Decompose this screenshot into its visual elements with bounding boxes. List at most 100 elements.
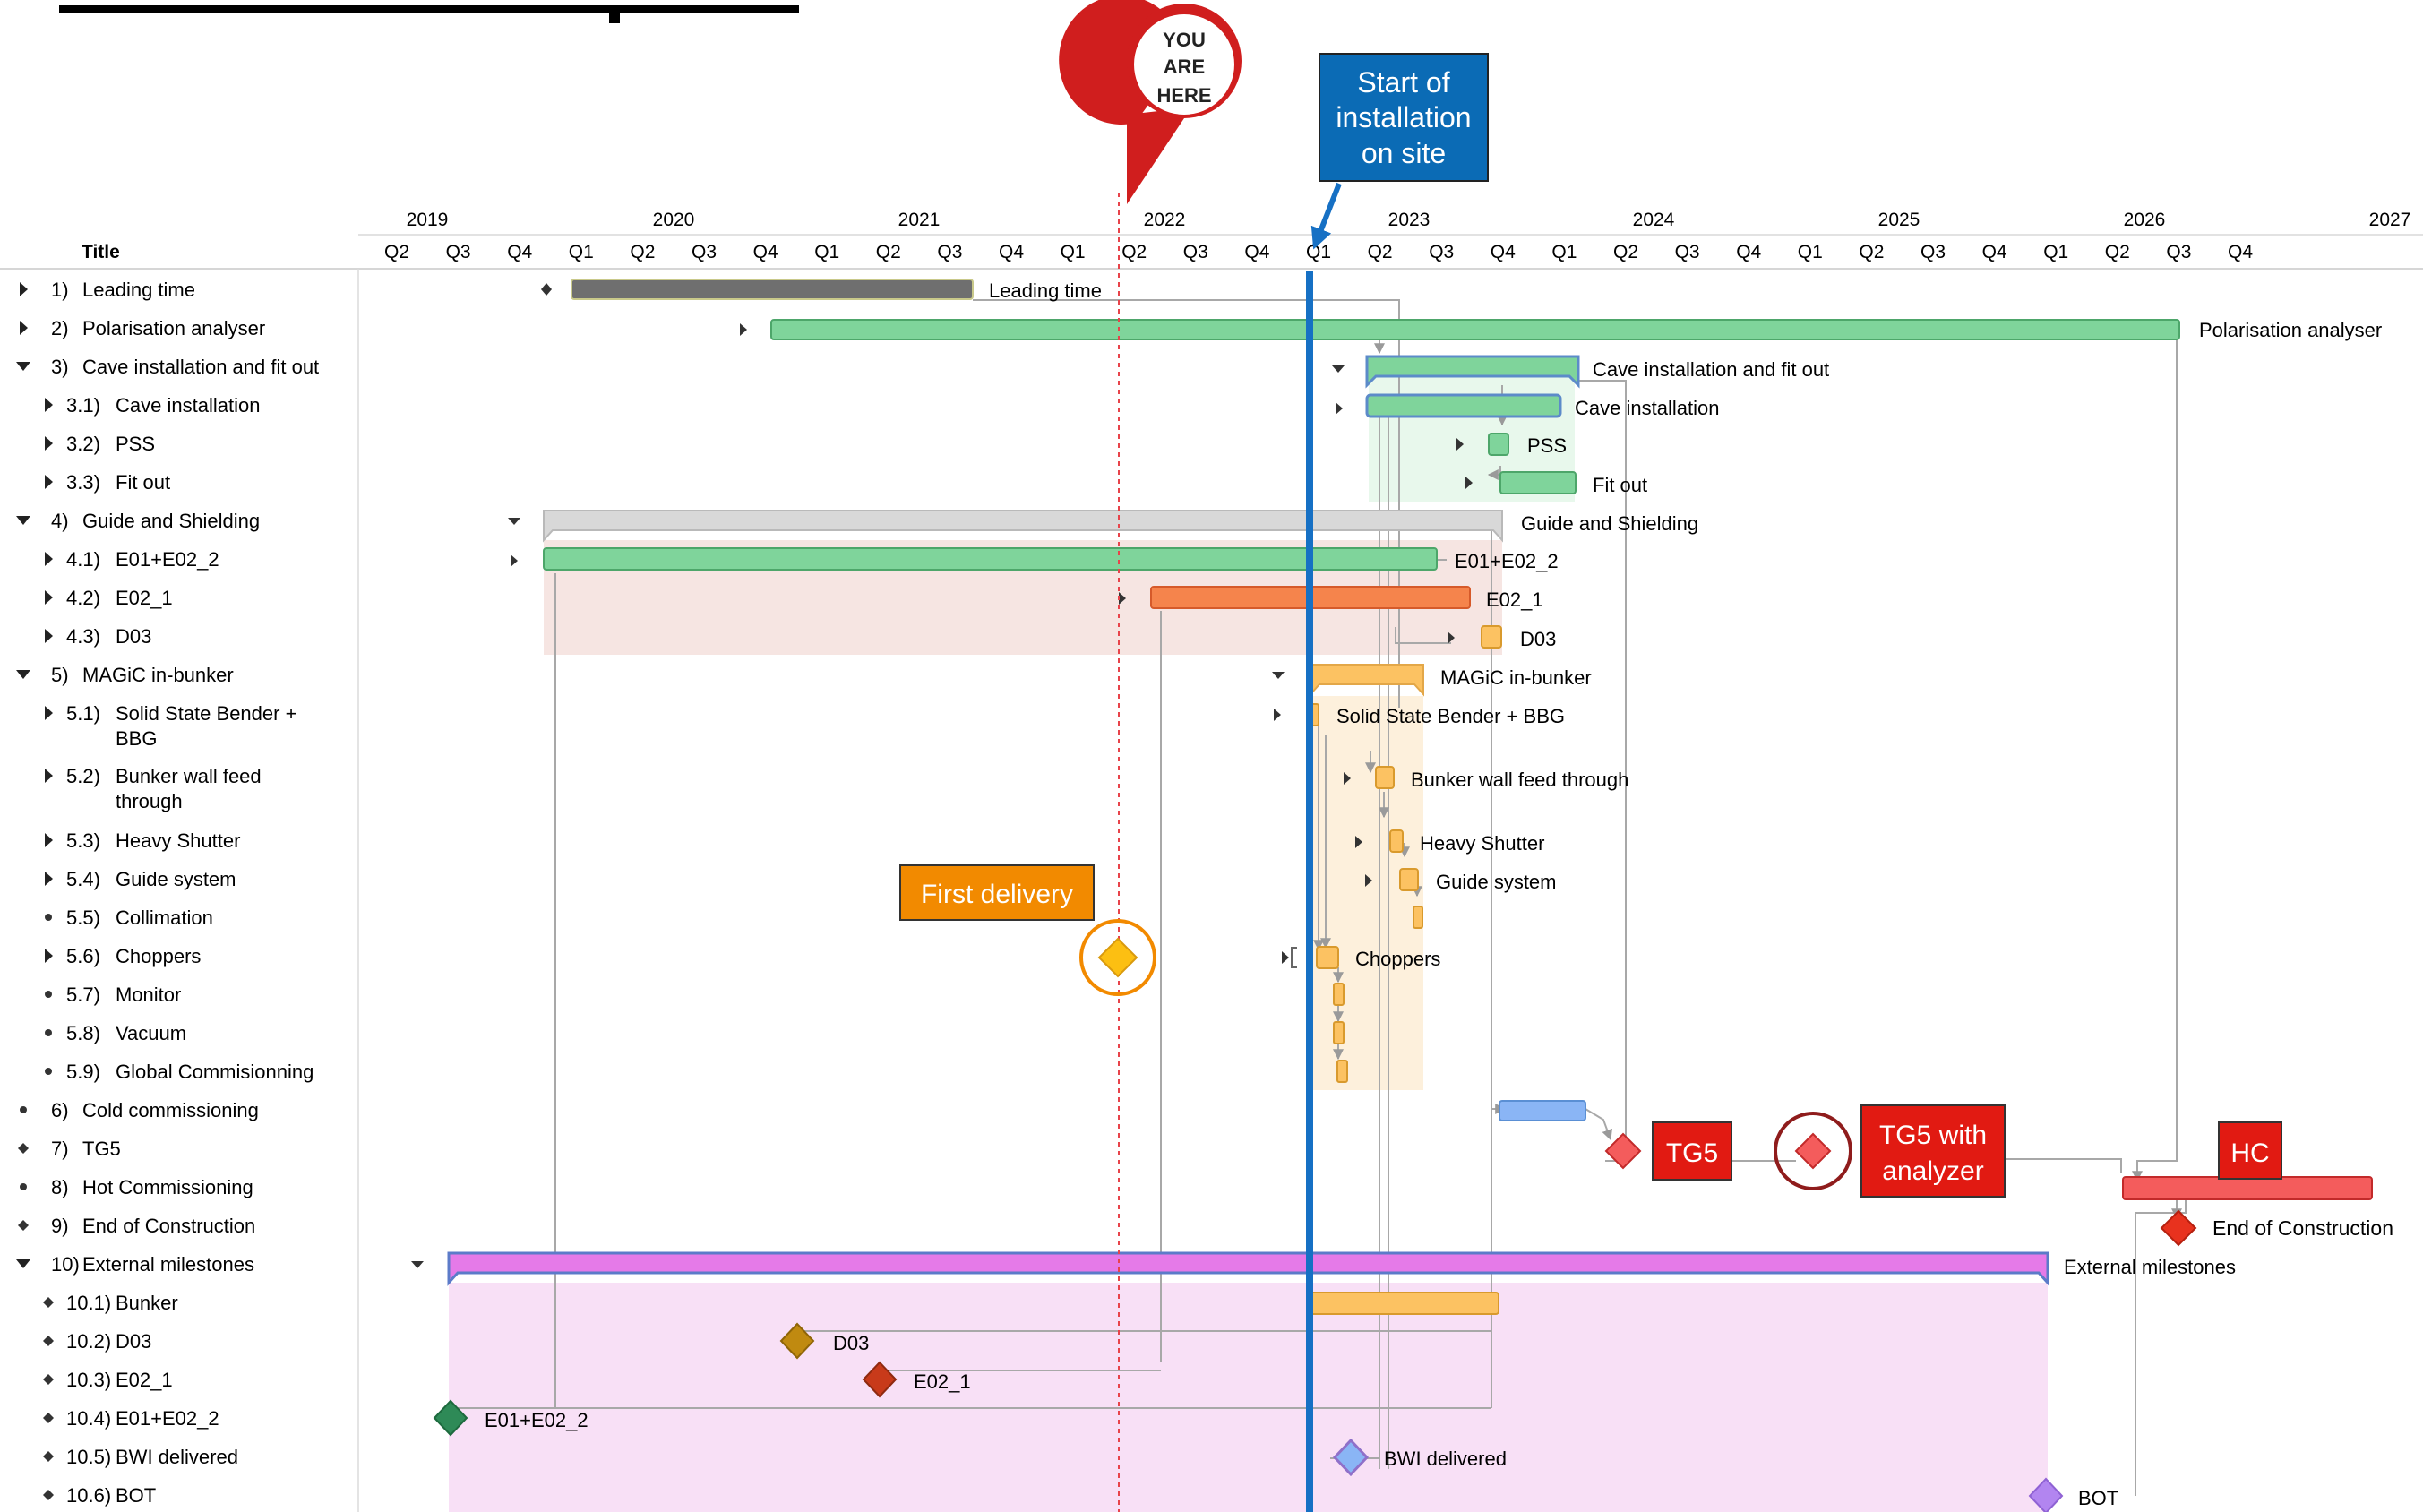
expand-arrow-icon[interactable] <box>20 321 28 335</box>
task-row[interactable]: 5.5)Collimation <box>45 906 213 929</box>
expand-arrow-icon[interactable] <box>45 629 53 643</box>
task-row[interactable]: 3.3)Fit out <box>45 471 170 494</box>
expand-arrow-icon[interactable] <box>1274 709 1281 721</box>
task-row[interactable]: 4)Guide and Shielding <box>16 510 260 532</box>
collapse-arrow-icon[interactable] <box>508 518 520 525</box>
task-row[interactable]: 9)End of Construction <box>18 1215 255 1237</box>
task-row[interactable]: 10.4)E01+E02_2 <box>43 1407 219 1430</box>
expand-arrow-icon[interactable] <box>45 872 53 886</box>
hot-commissioning-bar[interactable] <box>2122 1176 2373 1200</box>
fit-out-bar[interactable] <box>1499 471 1577 494</box>
d03-bar[interactable] <box>1481 625 1502 649</box>
tg5-analyzer-milestone[interactable] <box>1794 1132 1832 1170</box>
global-commissioning-bar[interactable] <box>1336 1060 1348 1083</box>
guide-system-bar[interactable] <box>1399 868 1419 891</box>
task-row[interactable]: 10.6)BOT <box>43 1484 156 1507</box>
task-row[interactable]: 10)External milestones <box>16 1253 254 1276</box>
task-row[interactable]: 8)Hot Commissioning <box>20 1176 253 1198</box>
task-row[interactable]: 7)TG5 <box>18 1138 121 1160</box>
task-row[interactable]: 5.9)Global Commisionning <box>45 1061 314 1083</box>
e02-1-milestone[interactable] <box>862 1361 898 1398</box>
bunker-bar[interactable] <box>1310 1292 1499 1315</box>
d03-milestone[interactable] <box>779 1322 815 1360</box>
external-milestones-summary-bar[interactable] <box>447 1251 2049 1286</box>
bunker-wall-bar[interactable] <box>1375 766 1395 789</box>
expand-arrow-icon[interactable] <box>45 706 53 720</box>
task-row[interactable]: 3.2)PSS <box>45 433 155 455</box>
task-row[interactable]: 5)MAGiC in-bunker <box>16 664 234 686</box>
end-of-construction-milestone[interactable] <box>2160 1209 2197 1247</box>
collapse-arrow-icon[interactable] <box>16 670 30 679</box>
e01-e02-2-milestone[interactable] <box>433 1399 468 1437</box>
bot-milestone[interactable] <box>2028 1477 2064 1512</box>
expand-arrow-icon[interactable] <box>45 590 53 605</box>
expand-arrow-icon[interactable] <box>1365 874 1372 887</box>
expand-arrow-icon[interactable] <box>45 436 53 451</box>
task-row[interactable]: 3.1)Cave installation <box>45 394 260 417</box>
task-row[interactable]: 5.1)Solid State Bender +BBG <box>45 702 296 750</box>
first-delivery-milestone[interactable] <box>1097 937 1138 978</box>
expand-arrow-icon[interactable] <box>45 949 53 963</box>
e01-e02-2-bar[interactable] <box>543 547 1438 571</box>
collapse-arrow-icon[interactable] <box>16 516 30 525</box>
collapse-arrow-icon[interactable] <box>1272 672 1285 679</box>
expand-arrow-icon[interactable] <box>1344 772 1351 785</box>
bwi-delivered-milestone[interactable] <box>1332 1438 1370 1477</box>
polarisation-analyser-bar[interactable] <box>770 319 2180 340</box>
expand-arrow-icon[interactable] <box>45 552 53 566</box>
task-title: Hot Commissioning <box>82 1176 253 1198</box>
expand-arrow-icon[interactable] <box>1448 631 1455 644</box>
task-row[interactable]: 10.2)D03 <box>43 1330 151 1353</box>
task-row[interactable]: 4.1)E01+E02_2 <box>45 548 219 571</box>
collapse-arrow-icon[interactable] <box>1332 365 1345 373</box>
cave-summary-bar[interactable] <box>1365 355 1580 389</box>
expand-arrow-icon[interactable] <box>45 398 53 412</box>
task-row[interactable]: 5.3)Heavy Shutter <box>45 829 240 852</box>
expand-arrow-icon[interactable] <box>541 283 552 296</box>
expand-arrow-icon[interactable] <box>1282 951 1289 964</box>
task-row[interactable]: 10.1)Bunker <box>43 1292 178 1314</box>
task-row[interactable]: 1)Leading time <box>20 279 195 301</box>
collapse-arrow-icon[interactable] <box>411 1261 424 1268</box>
cave-installation-bar[interactable] <box>1365 393 1562 418</box>
expand-arrow-icon[interactable] <box>45 769 53 783</box>
expand-arrow-icon[interactable] <box>1355 836 1362 848</box>
tg5-milestone[interactable] <box>1604 1132 1642 1170</box>
cold-commissioning-bar[interactable] <box>1499 1100 1586 1121</box>
task-row[interactable]: 4.3)D03 <box>45 625 151 648</box>
monitor-bar[interactable] <box>1333 983 1345 1006</box>
task-row[interactable]: 5.6)Choppers <box>45 945 201 967</box>
leading-time-bar[interactable] <box>571 279 974 300</box>
expand-arrow-icon[interactable] <box>45 475 53 489</box>
vacuum-bar[interactable] <box>1333 1021 1345 1044</box>
expand-arrow-icon[interactable] <box>45 833 53 847</box>
expand-arrow-icon[interactable] <box>740 323 747 336</box>
magic-summary-bar[interactable] <box>1310 664 1424 697</box>
collimation-bar[interactable] <box>1413 906 1423 929</box>
collapse-arrow-icon[interactable] <box>16 362 30 371</box>
task-row[interactable]: 6)Cold commissioning <box>20 1099 259 1121</box>
pss-bar[interactable] <box>1488 433 1509 456</box>
collapse-arrow-icon[interactable] <box>16 1259 30 1268</box>
heavy-shutter-bar[interactable] <box>1389 829 1404 853</box>
task-row[interactable]: 5.7)Monitor <box>45 984 181 1006</box>
expand-arrow-icon[interactable] <box>20 282 28 296</box>
task-row[interactable]: 4.2)E02_1 <box>45 587 173 609</box>
task-row[interactable]: 2)Polarisation analyser <box>20 317 265 339</box>
task-row[interactable]: 3)Cave installation and fit out <box>16 356 319 378</box>
first-delivery-text: First delivery <box>921 880 1073 909</box>
guide-shielding-summary-bar[interactable] <box>543 510 1503 543</box>
start-installation-text-1: Start of <box>1357 66 1449 99</box>
expand-arrow-icon[interactable] <box>1456 438 1464 451</box>
expand-arrow-icon[interactable] <box>1336 402 1343 415</box>
task-row[interactable]: 5.8)Vacuum <box>45 1022 186 1044</box>
expand-arrow-icon[interactable] <box>1465 477 1473 489</box>
dep-line <box>973 299 1400 708</box>
choppers-bar[interactable] <box>1316 946 1339 969</box>
task-row[interactable]: 5.4)Guide system <box>45 868 236 890</box>
task-row[interactable]: 10.3)E02_1 <box>43 1369 173 1391</box>
expand-arrow-icon[interactable] <box>511 554 518 567</box>
task-row[interactable]: 10.5)BWI delivered <box>43 1446 238 1468</box>
expand-arrow-icon[interactable] <box>1119 592 1126 605</box>
